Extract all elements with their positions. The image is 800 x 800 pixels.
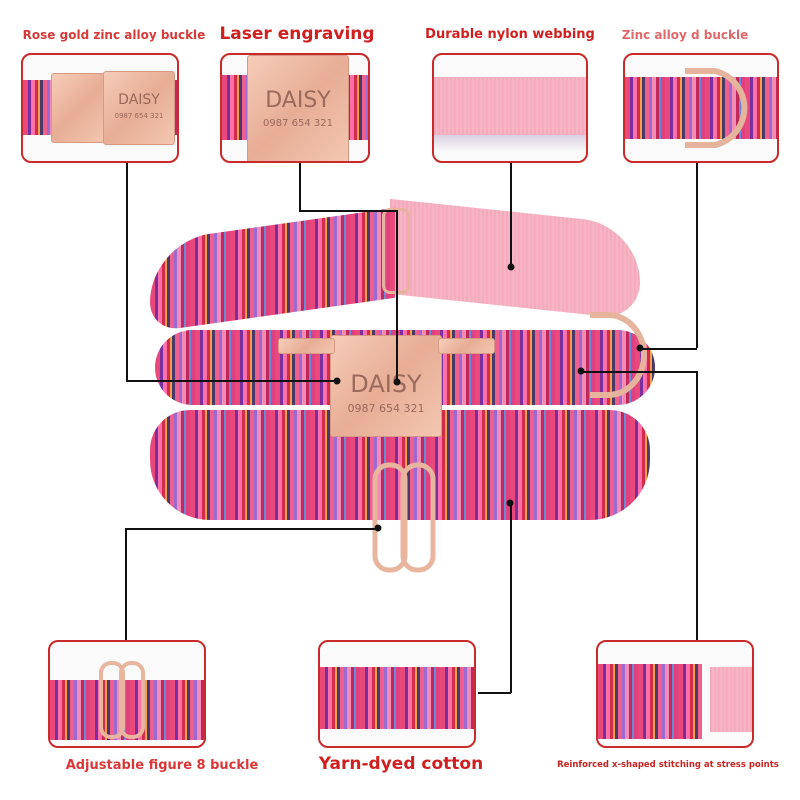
label-nylon-webbing: Durable nylon webbing [425,27,595,42]
connector-dot [333,377,341,385]
buckle-male-part [51,73,108,143]
connector-dot [507,263,515,271]
detail-rose-gold-buckle: DAISY 0987 654 321 [21,53,179,163]
engraved-name: DAISY [265,88,331,113]
detail-laser-engraving: DAISY 0987 654 321 [220,53,370,163]
connector-stitching-h [581,371,697,373]
connector-yarn-dyed-h [478,692,511,694]
connector-figure8 [125,528,127,640]
detail-stitching [596,640,754,748]
main-buckle-plate: DAISY 0987 654 321 [330,335,442,437]
connector-laser-engraving-h [299,210,397,212]
connector-dot [636,344,644,352]
d-ring-icon [685,68,748,148]
connector-d-buckle [696,163,698,348]
connector-figure8-h [125,528,378,530]
detail-figure-8-buckle [48,640,206,748]
engraved-phone: 0987 654 321 [347,402,425,415]
label-stitching: Reinforced x-shaped stitching at stress … [557,760,779,770]
connector-dot [577,367,585,375]
connector-laser-engraving-v2 [396,210,398,382]
detail-d-buckle [623,53,779,163]
detail-yarn-dyed-cotton [318,640,476,748]
detail-nylon-webbing [432,53,588,163]
upper-collar-inner-webbing [390,198,640,321]
connector-stitching [696,371,698,640]
buckle-arm-left [278,338,335,354]
figure-8-buckle-icon [99,661,145,739]
connector-rose-gold-buckle [126,163,128,380]
upper-collar-left [150,207,395,333]
connector-yarn-dyed [510,503,512,693]
connector-nylon-webbing [510,163,512,267]
engraved-phone: 0987 654 321 [114,112,164,120]
d-ring-icon [590,312,647,398]
label-rose-gold-buckle: Rose gold zinc alloy buckle [22,28,206,42]
figure-8-buckle-icon [372,462,436,573]
connector-laser-engraving [299,163,301,210]
label-laser-engraving: Laser engraving [219,24,375,44]
connector-dot [393,378,401,386]
connector-dot [506,499,514,507]
buckle-tag-part: DAISY 0987 654 321 [103,71,175,145]
label-figure-8-buckle: Adjustable figure 8 buckle [65,758,259,773]
connector-d-buckle-h [640,348,697,350]
connector-rose-gold-buckle-h [126,380,336,382]
label-yarn-dyed-cotton: Yarn-dyed cotton [318,754,484,774]
connector-dot [374,524,382,532]
label-d-buckle: Zinc alloy d buckle [621,28,749,42]
engraved-plate: DAISY 0987 654 321 [247,55,349,161]
engraved-phone: 0987 654 321 [263,118,333,129]
engraved-name: DAISY [118,92,160,108]
engraved-name: DAISY [350,370,422,398]
buckle-arm-right [438,338,495,354]
